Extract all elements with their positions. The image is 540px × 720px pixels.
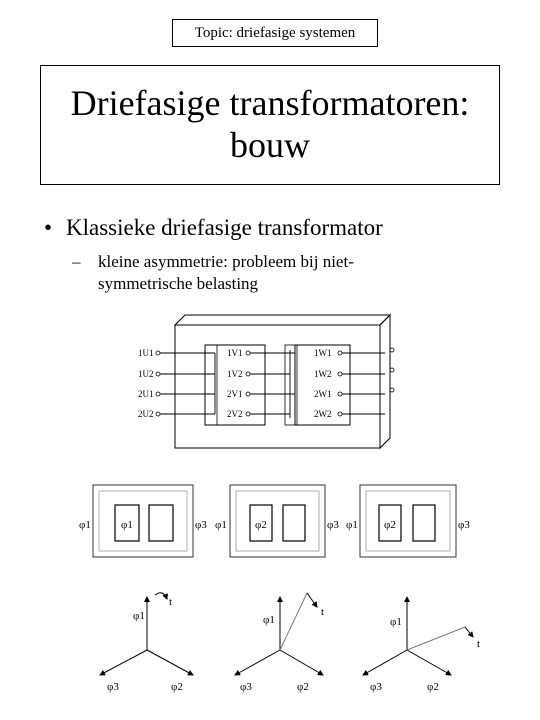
flux2-center: φ2 — [255, 519, 267, 531]
topic-box: Topic: driefasige systemen — [172, 19, 378, 47]
bullet-dot: • — [44, 215, 53, 240]
flux3-right: φ3 — [458, 519, 470, 531]
label-2v1: 2V1 — [227, 389, 243, 399]
label-1u1: 1U1 — [138, 348, 154, 358]
vec1-t: t — [169, 596, 172, 608]
vec1-top: φ1 — [133, 610, 145, 622]
label-1v1: 1V1 — [227, 348, 243, 358]
label-2v2: 2V2 — [227, 409, 243, 419]
vec3-top: φ1 — [390, 616, 402, 628]
vec3-t: t — [477, 638, 480, 650]
vec2-bl: φ3 — [240, 681, 252, 693]
vec2-top: φ1 — [263, 614, 275, 626]
bullet-2-line-2: symmetrische belasting — [98, 274, 259, 293]
vec3-bl: φ3 — [370, 681, 382, 693]
label-1w1: 1W1 — [314, 348, 332, 358]
vec2-br: φ2 — [297, 681, 309, 693]
topic-text: Topic: driefasige systemen — [194, 24, 356, 41]
vec1-bl: φ3 — [107, 681, 119, 693]
flux3-left: φ1 — [346, 519, 358, 531]
vec1-br: φ2 — [171, 681, 183, 693]
label-1u2: 1U2 — [138, 369, 154, 379]
title-line-1: Driefasige transformatoren: — [70, 83, 470, 123]
label-1v2: 1V2 — [227, 369, 243, 379]
bullet-1-text: Klassieke driefasige transformator — [66, 215, 383, 240]
flux1-left: φ1 — [79, 519, 91, 531]
slide-title: Driefasige transformatoren: bouw — [40, 65, 500, 185]
flux1-right: φ3 — [195, 519, 207, 531]
bullet-level-2: –kleine asymmetrie: probleem bij niet- s… — [72, 251, 432, 295]
vec2-t: t — [321, 606, 324, 618]
bullet-2-line-1: kleine asymmetrie: probleem bij niet- — [98, 252, 354, 271]
label-2w1: 2W1 — [314, 389, 332, 399]
flux2-left: φ1 — [215, 519, 227, 531]
label-2u1: 2U1 — [138, 389, 154, 399]
bullet-dash: – — [72, 252, 81, 271]
vec3-br: φ2 — [427, 681, 439, 693]
label-2u2: 2U2 — [138, 409, 154, 419]
flux3-center: φ2 — [384, 519, 396, 531]
flux1-center: φ1 — [121, 519, 133, 531]
flux2-right: φ3 — [327, 519, 339, 531]
flux-core-diagrams: φ1 φ1 φ3 φ1 φ2 φ3 φ1 φ2 φ3 — [79, 484, 470, 558]
title-line-2: bouw — [230, 125, 310, 165]
bullet-level-1: • Klassieke driefasige transformator — [44, 215, 383, 241]
transformer-core-diagram: 1U1 1U2 2U1 2U2 1V1 1V2 2V1 2V2 1W1 1W2 … — [138, 313, 395, 450]
vector-diagrams: φ1 φ3 φ2 t φ1 φ3 φ2 t φ1 φ3 φ2 t — [99, 592, 480, 693]
label-1w2: 1W2 — [314, 369, 332, 379]
label-2w2: 2W2 — [314, 409, 332, 419]
